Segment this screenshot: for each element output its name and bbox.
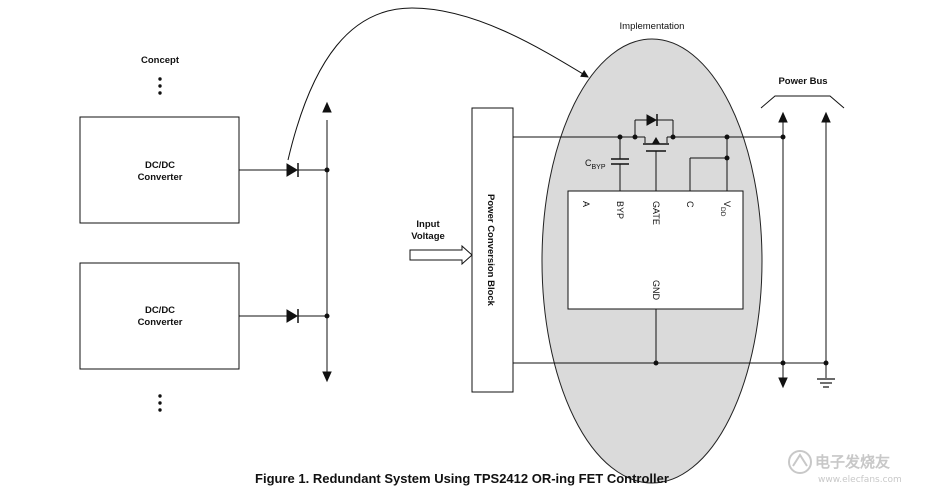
converter-bottom-line2: Converter <box>138 317 183 328</box>
dcdc-converter-bottom: DC/DC Converter <box>79 262 240 370</box>
implementation-label: Implementation <box>620 21 685 32</box>
pin-vdd: VDD <box>719 201 732 217</box>
power-conversion-block: Power Conversion Block <box>471 107 514 393</box>
watermark-text: 电子发烧友 <box>815 453 890 471</box>
watermark-logo-icon <box>788 450 812 474</box>
ground-icon <box>817 378 835 388</box>
dcdc-converter-top: DC/DC Converter <box>79 116 240 224</box>
figure-caption: Figure 1. Redundant System Using TPS2412… <box>255 471 669 486</box>
watermark: 电子发烧友 www.elecfans.com <box>788 450 902 485</box>
power-bus-line-positive <box>778 111 788 389</box>
ellipsis-dots-top <box>158 77 162 95</box>
concept-bus <box>322 101 332 383</box>
pin-a: A <box>581 201 591 207</box>
power-bus-label: Power Bus <box>778 76 827 87</box>
input-voltage-arrow <box>409 244 473 266</box>
converter-bottom-line1: DC/DC <box>145 305 175 316</box>
converter-top-line2: Converter <box>138 172 183 183</box>
cathode-vdd-wiring <box>689 137 730 191</box>
input-voltage-line1: Input <box>416 219 440 230</box>
pin-byp: BYP <box>615 201 625 219</box>
concept-to-implementation-arrow <box>287 7 589 161</box>
top-rail <box>513 134 786 140</box>
power-conversion-block-label: Power Conversion Block <box>485 194 496 307</box>
diode-bottom <box>239 309 330 323</box>
bypass-capacitor <box>611 137 629 191</box>
cbyp-main: C <box>585 158 592 168</box>
pin-vdd-main: V <box>722 201 732 207</box>
cbyp-label: CBYP <box>585 158 606 171</box>
input-voltage-line2: Voltage <box>411 231 445 242</box>
cbyp-sub: BYP <box>592 164 606 171</box>
pin-gate: GATE <box>651 201 661 225</box>
tps2412-controller-ic: A BYP GATE C VDD GND <box>567 190 744 310</box>
ellipsis-dots-bottom <box>158 394 162 412</box>
watermark-url: www.elecfans.com <box>818 475 902 485</box>
power-bus-line-return <box>821 111 831 378</box>
pin-vdd-sub: DD <box>719 207 726 217</box>
or-ing-mosfet <box>634 114 674 191</box>
pin-gnd: GND <box>651 280 661 301</box>
concept-label: Concept <box>141 55 180 66</box>
converter-top-line1: DC/DC <box>145 160 175 171</box>
power-bus-bracket <box>760 95 845 109</box>
pin-c: C <box>685 201 695 208</box>
diode-top <box>239 163 330 177</box>
